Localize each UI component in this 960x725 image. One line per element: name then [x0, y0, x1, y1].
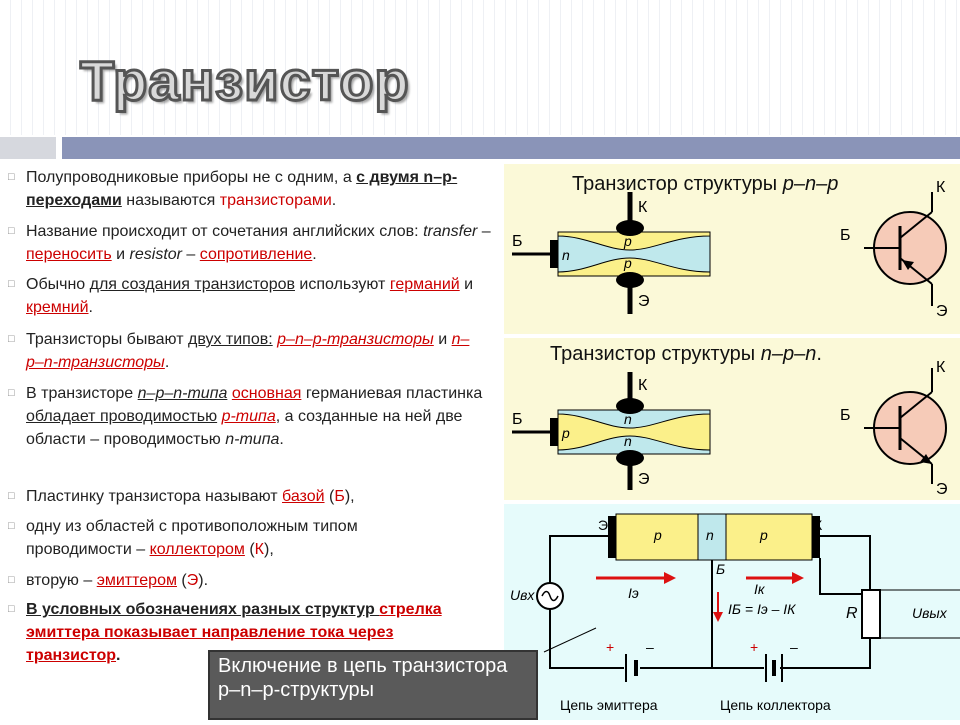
resistor [861, 589, 881, 639]
circuit-caption: Включение в цепь транзистора p–n–p-струк… [208, 650, 538, 720]
caption-pointer-line [543, 627, 597, 653]
label-region-base: p [561, 425, 570, 441]
npn-emitter-arrow-icon [920, 454, 932, 464]
label-region-top: n [624, 411, 632, 427]
base-contact [550, 240, 558, 268]
emitter-battery-minus: – [646, 639, 654, 655]
emitter-current-arrow-icon [664, 572, 676, 584]
label-u-in: Uвх [510, 587, 535, 603]
bullet-square-icon: □ [8, 490, 15, 502]
label-region-right: p [759, 527, 768, 543]
bottom-region [557, 257, 711, 277]
bullet-item: □ В условных обозначениях разных структу… [8, 598, 478, 667]
symbol-label-emitter: Э [936, 303, 948, 320]
label-region-mid: n [706, 527, 714, 543]
collector-contact [616, 220, 644, 236]
bullet-square-icon: □ [8, 278, 15, 290]
label-collector-chain: Цепь коллектора [720, 697, 831, 713]
ac-wave [541, 590, 559, 602]
top-region [557, 409, 711, 429]
label-i-k: Iк [754, 581, 766, 597]
circuit-diagram: Э К Б p n p + – + – Uвх R Uвых Iэ [510, 513, 960, 713]
emitter-contact [616, 272, 644, 288]
emitter-contact [616, 450, 644, 466]
pnp-structure-panel: Транзистор структуры p–n–p Б К Э n p p Б… [504, 164, 960, 334]
label-collector: К [814, 517, 823, 533]
collector-battery-minus: – [790, 639, 798, 655]
collector-current-arrow-icon [792, 572, 804, 584]
emitter-contact [608, 516, 616, 558]
label-region-bottom: p [623, 255, 632, 271]
npn-heading: Транзистор структуры n–p–n. [550, 343, 822, 365]
circuit-panel: Э К Б p n p + – + – Uвх R Uвых Iэ [504, 504, 960, 720]
label-i-b-equation: IБ = Iэ – IК [728, 601, 796, 617]
collector-battery-plus: + [750, 639, 758, 655]
bullet-item: □ Обычно для создания транзисторов испол… [8, 273, 496, 319]
pnp-diagram: Транзистор структуры p–n–p Б К Э n p p Б… [512, 173, 948, 320]
bullet-square-icon: □ [8, 225, 15, 237]
label-region-base: n [562, 247, 570, 263]
bullet-square-icon: □ [8, 171, 15, 183]
bottom-region [557, 435, 711, 455]
collector-top-wire [820, 535, 871, 594]
base-current-arrow-icon [713, 612, 723, 622]
header-bar [62, 137, 960, 159]
label-base: Б [512, 411, 523, 428]
label-base: Б [716, 561, 725, 577]
bullet-square-icon: □ [8, 333, 15, 345]
npn-structure-panel: Транзистор структуры n–p–n. Б К Э p n n … [504, 338, 960, 500]
top-region [557, 231, 711, 251]
bullet-square-icon: □ [8, 603, 15, 615]
label-region-top: p [623, 233, 632, 249]
bullet-square-icon: □ [8, 387, 15, 399]
label-u-out: Uвых [912, 605, 948, 621]
symbol-label-base: Б [840, 407, 851, 424]
pnp-heading: Транзистор структуры p–n–p [572, 173, 838, 195]
npn-diagram: Транзистор структуры n–p–n. Б К Э p n n … [512, 343, 948, 498]
collector-contact [812, 516, 820, 558]
symbol-label-collector: К [936, 179, 946, 196]
pnp-symbol-collector [899, 211, 933, 239]
bullet-item: □ Пластинку транзистора называют базой (… [8, 485, 496, 508]
label-resistor: R [846, 605, 858, 622]
symbol-label-collector: К [936, 359, 946, 376]
bullet-item: □ вторую – эмиттером (Э). [8, 569, 496, 592]
bullet-item: □ В транзисторе n–p–n-типа основная герм… [8, 382, 486, 451]
label-emitter: Э [638, 293, 650, 310]
bullet-square-icon: □ [8, 574, 15, 586]
bullet-item: □ Название происходит от сочетания англи… [8, 220, 496, 266]
header-stripes [0, 0, 960, 135]
label-emitter: Э [598, 517, 608, 533]
label-base: Б [512, 233, 523, 250]
symbol-label-emitter: Э [936, 481, 948, 498]
symbol-label-base: Б [840, 227, 851, 244]
label-region-left: p [653, 527, 662, 543]
label-i-e: Iэ [628, 585, 639, 601]
label-emitter-chain: Цепь эмиттера [560, 697, 658, 713]
bullet-item: □ одну из областей с противоположным тип… [8, 515, 428, 561]
label-emitter: Э [638, 471, 650, 488]
base-contact [550, 418, 558, 446]
collector-contact [616, 398, 644, 414]
label-collector: К [638, 199, 648, 216]
bullet-item: □ Полупроводниковые приборы не с одним, … [8, 166, 496, 212]
header-bar-left [0, 137, 56, 159]
bullet-item: □ Транзисторы бывают двух типов: p–n–p-т… [8, 328, 478, 374]
npn-symbol-collector [899, 391, 933, 419]
pnp-emitter-arrow-icon [902, 260, 914, 270]
label-collector: К [638, 377, 648, 394]
emitter-battery-plus: + [606, 639, 614, 655]
bullet-square-icon: □ [8, 520, 15, 532]
label-region-bottom: n [624, 433, 632, 449]
page-title: Транзистор [79, 48, 411, 114]
